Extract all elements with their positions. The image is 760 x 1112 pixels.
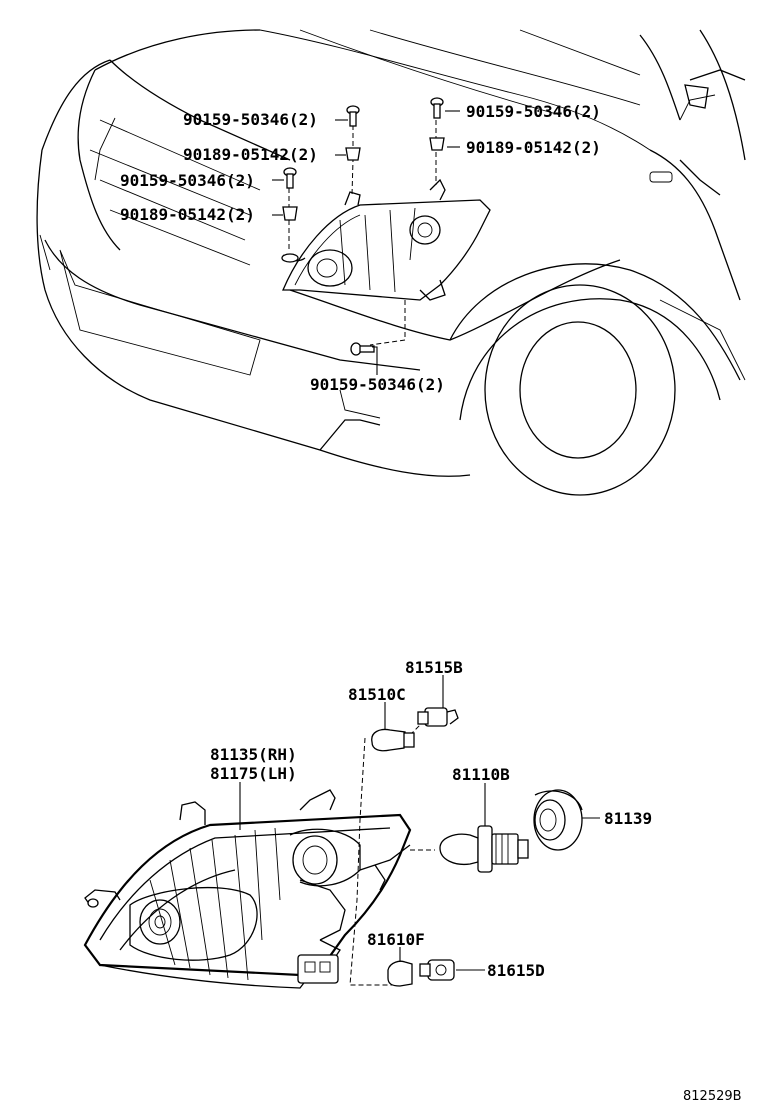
bolt-icon <box>350 342 375 356</box>
part-label-90159-50346: 90159-50346(2) <box>120 171 255 190</box>
part-label-81110b: 81110B <box>452 765 510 784</box>
part-label-81139: 81139 <box>604 809 652 828</box>
part-label-81135-rh: 81135(RH) <box>210 745 297 764</box>
diagram-id: 812529B <box>683 1089 742 1104</box>
lower-leader-lines <box>239 675 600 971</box>
bulb-81610f-icon <box>387 960 413 987</box>
socket-81515b-icon <box>417 707 459 727</box>
cover-81139-icon <box>533 789 583 851</box>
bulb-81510c-icon <box>371 728 415 752</box>
bolt-icon <box>346 105 360 127</box>
part-label-81615d: 81615D <box>487 961 545 980</box>
bolt-icon <box>283 167 297 189</box>
part-label-90159-50346: 90159-50346(2) <box>466 102 601 121</box>
clip-icon <box>282 206 298 221</box>
part-label-81515b: 81515B <box>405 658 463 677</box>
part-label-81510c: 81510C <box>348 685 406 704</box>
bulb-81110b-icon <box>439 825 529 873</box>
lower-part-labels: 81515B 81510C 81135(RH) 81175(LH) 81110B… <box>210 658 652 980</box>
clip-icon <box>429 137 445 151</box>
upper-leader-lines <box>272 110 460 375</box>
part-label-90189-05142: 90189-05142(2) <box>466 138 601 157</box>
headlamp-assembly-illustration <box>83 789 412 989</box>
upper-part-labels: 90159-50346(2) 90189-05142(2) 90159-5034… <box>120 102 601 394</box>
clip-icon <box>345 147 361 161</box>
part-label-81610f: 81610F <box>367 930 425 949</box>
part-label-90159-50346: 90159-50346(2) <box>310 375 445 394</box>
part-label-90189-05142: 90189-05142(2) <box>120 205 255 224</box>
part-label-81175-lh: 81175(LH) <box>210 764 297 783</box>
part-label-90159-50346: 90159-50346(2) <box>183 110 318 129</box>
part-label-90189-05142: 90189-05142(2) <box>183 145 318 164</box>
car-front-illustration <box>36 29 746 496</box>
socket-81615d-icon <box>419 959 455 981</box>
bolt-icon <box>430 97 444 119</box>
